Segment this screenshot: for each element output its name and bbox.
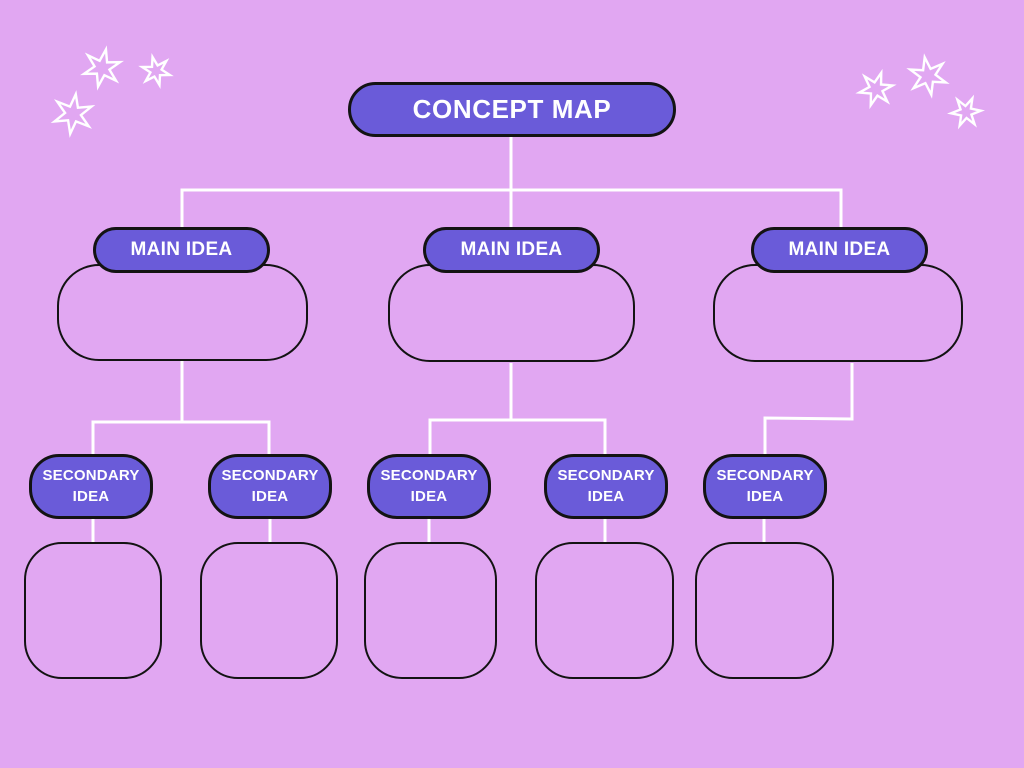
star-icon [948,93,984,131]
secondary-notes-box-1[interactable] [24,542,162,679]
secondary-idea-node-3[interactable]: SECONDARY IDEA [367,454,491,519]
secondary-idea-label: SECONDARY IDEA [221,467,319,505]
secondary-notes-box-5[interactable] [695,542,834,679]
secondary-idea-label: SECONDARY IDEA [557,467,655,505]
secondary-notes-box-2[interactable] [200,542,338,679]
main-idea-label: MAIN IDEA [130,239,233,260]
stars-top-right [857,54,984,131]
main-idea-node-1[interactable]: MAIN IDEA [93,227,270,273]
secondary-idea-node-5[interactable]: SECONDARY IDEA [703,454,827,519]
secondary-idea-node-2[interactable]: SECONDARY IDEA [208,454,332,519]
secondary-idea-label: SECONDARY IDEA [380,467,478,505]
connector-main-3-to-sec-5 [763,363,854,455]
secondary-idea-label: SECONDARY IDEA [42,467,140,505]
star-icon [82,46,122,90]
star-icon [909,54,948,97]
root-node[interactable]: CONCEPT MAP [348,82,676,137]
secondary-notes-box-4[interactable] [535,542,674,679]
main-idea-label: MAIN IDEA [788,239,891,260]
main-idea-notes-box-3[interactable] [713,264,963,362]
star-icon [140,54,171,88]
main-idea-node-3[interactable]: MAIN IDEA [751,227,928,273]
main-idea-notes-box-2[interactable] [388,264,635,362]
star-icon [53,92,93,136]
main-idea-label: MAIN IDEA [460,239,563,260]
main-idea-notes-box-1[interactable] [57,264,308,361]
secondary-idea-label: SECONDARY IDEA [716,467,814,505]
stars-top-left [53,46,171,136]
secondary-idea-node-4[interactable]: SECONDARY IDEA [544,454,668,519]
star-icon [857,68,895,109]
secondary-notes-box-3[interactable] [364,542,497,679]
root-node-label: CONCEPT MAP [412,94,612,124]
secondary-idea-node-1[interactable]: SECONDARY IDEA [29,454,153,519]
main-idea-node-2[interactable]: MAIN IDEA [423,227,600,273]
